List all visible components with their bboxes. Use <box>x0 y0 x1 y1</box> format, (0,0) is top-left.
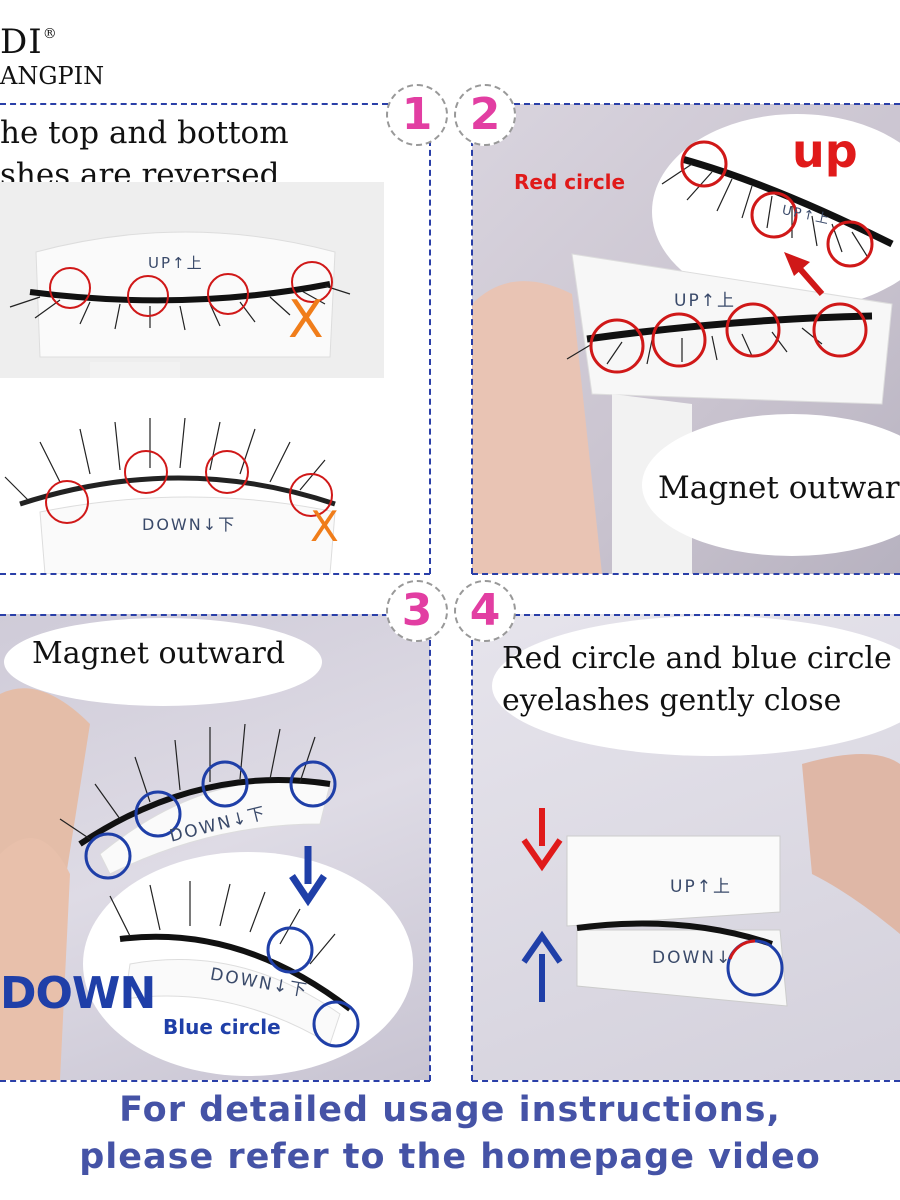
magnet-bubble <box>642 414 900 556</box>
caption-bubble <box>492 616 900 756</box>
divider-bottom-left <box>0 1080 430 1082</box>
step-3-panel: Magnet outward DOWN↓下 DOWN↓下 DOWN Blue c… <box>0 614 430 1080</box>
divider-vert-2 <box>471 130 473 574</box>
down-label: DOWN <box>0 968 156 1019</box>
step-1-photo <box>0 182 384 574</box>
blue-circle-label: Blue circle <box>163 1015 281 1039</box>
step-number-3: 3 <box>386 580 448 642</box>
red-circle-label: Red circle <box>514 170 626 194</box>
step-number-1: 1 <box>386 84 448 146</box>
footer-line-2: please refer to the homepage video <box>79 1137 821 1177</box>
step-1-panel: he top and bottom shes are reversed UP↑上… <box>0 104 430 574</box>
brand-logo: DI® <box>0 22 58 62</box>
tray-up-label: UP↑上 <box>670 877 732 897</box>
step-number-4: 4 <box>454 580 516 642</box>
step-3-caption: Magnet outward <box>32 636 286 671</box>
divider-vert-3 <box>429 640 431 1081</box>
magnet-bubble <box>4 618 322 706</box>
divider-mid-left-a <box>0 573 430 575</box>
footer-line-1: For detailed usage instructions, <box>119 1090 781 1130</box>
divider-mid-left-b <box>0 614 388 616</box>
divider-vert-1 <box>429 130 431 574</box>
step-4-caption: Red circle and blue circle eyelashes gen… <box>502 641 892 718</box>
up-label: up <box>792 124 858 178</box>
brand-subtitle: ANGPIN <box>0 62 105 90</box>
wrong-mark-2: X <box>310 502 339 551</box>
divider-top-left <box>0 103 388 105</box>
divider-vert-4 <box>471 640 473 1081</box>
divider-bottom-right <box>472 1080 900 1082</box>
step-number-2: 2 <box>454 84 516 146</box>
tray-down-label: DOWN↓ <box>652 948 733 968</box>
tray-up-label: UP↑上 <box>148 254 204 272</box>
divider-mid-right-b <box>514 614 900 616</box>
tray-up-label: UP↑上 <box>674 291 736 311</box>
step-2-caption: Magnet outwar <box>658 470 900 506</box>
step-2-photo <box>472 140 894 574</box>
step-1-caption: he top and bottom shes are reversed <box>0 115 289 193</box>
step-2-panel: UP↑上 UP↑上 Red circle up Magnet outwar <box>472 104 900 574</box>
step-4-panel: Red circle and blue circle eyelashes gen… <box>472 614 900 1080</box>
tray-down-label: DOWN↓下 <box>142 515 237 534</box>
divider-mid-right-a <box>472 573 900 575</box>
divider-top-right <box>514 103 900 105</box>
step-3-photo <box>0 688 413 1080</box>
wrong-mark-1: X <box>288 290 324 350</box>
step-4-photo <box>521 754 900 1007</box>
